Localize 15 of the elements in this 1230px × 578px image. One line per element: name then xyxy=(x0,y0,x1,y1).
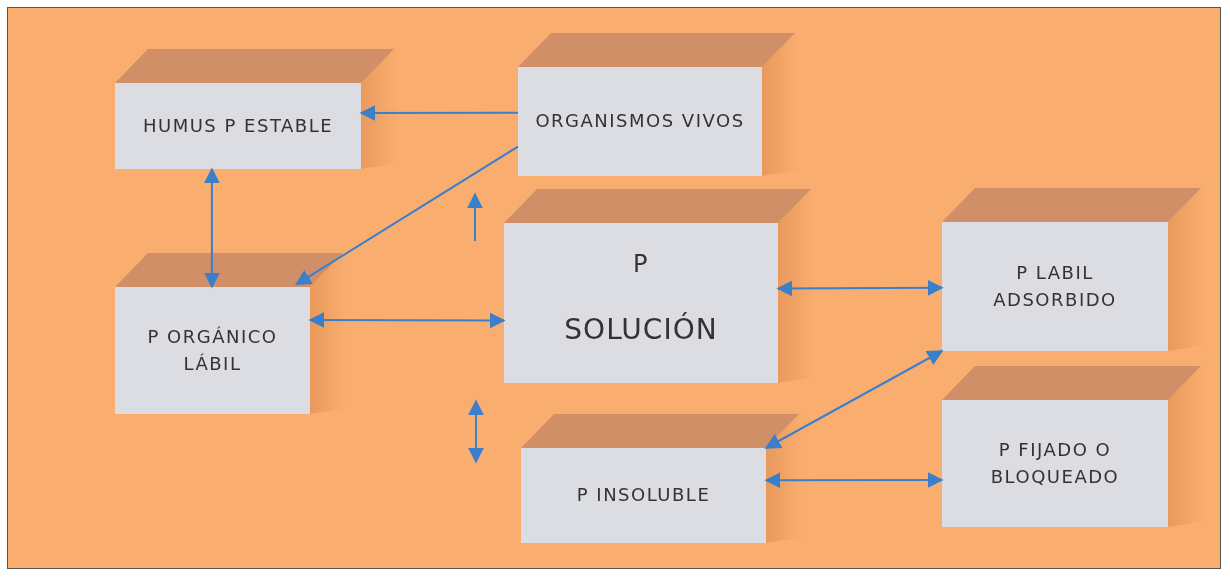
box-label: ORGANISMOS VIVOS xyxy=(535,109,745,134)
double-arrow xyxy=(776,279,944,297)
box-label: SOLUCIÓN xyxy=(564,311,718,349)
double-arrow xyxy=(203,167,220,289)
arrow xyxy=(359,105,519,122)
double-arrow xyxy=(308,312,506,329)
arrow xyxy=(295,145,519,286)
box-label: P ORGÁNICO LÁBIL xyxy=(146,325,279,376)
double-arrow xyxy=(764,472,944,489)
box-label: P INSOLUBLE xyxy=(576,483,711,508)
box-label: HUMUS P ESTABLE xyxy=(142,113,334,138)
box-label: P FIJADO O BLOQUEADO xyxy=(989,438,1121,489)
double-arrow xyxy=(764,350,944,449)
box-label: P xyxy=(633,249,649,281)
box-label: P LABIL ADSORBIDO xyxy=(992,261,1118,312)
